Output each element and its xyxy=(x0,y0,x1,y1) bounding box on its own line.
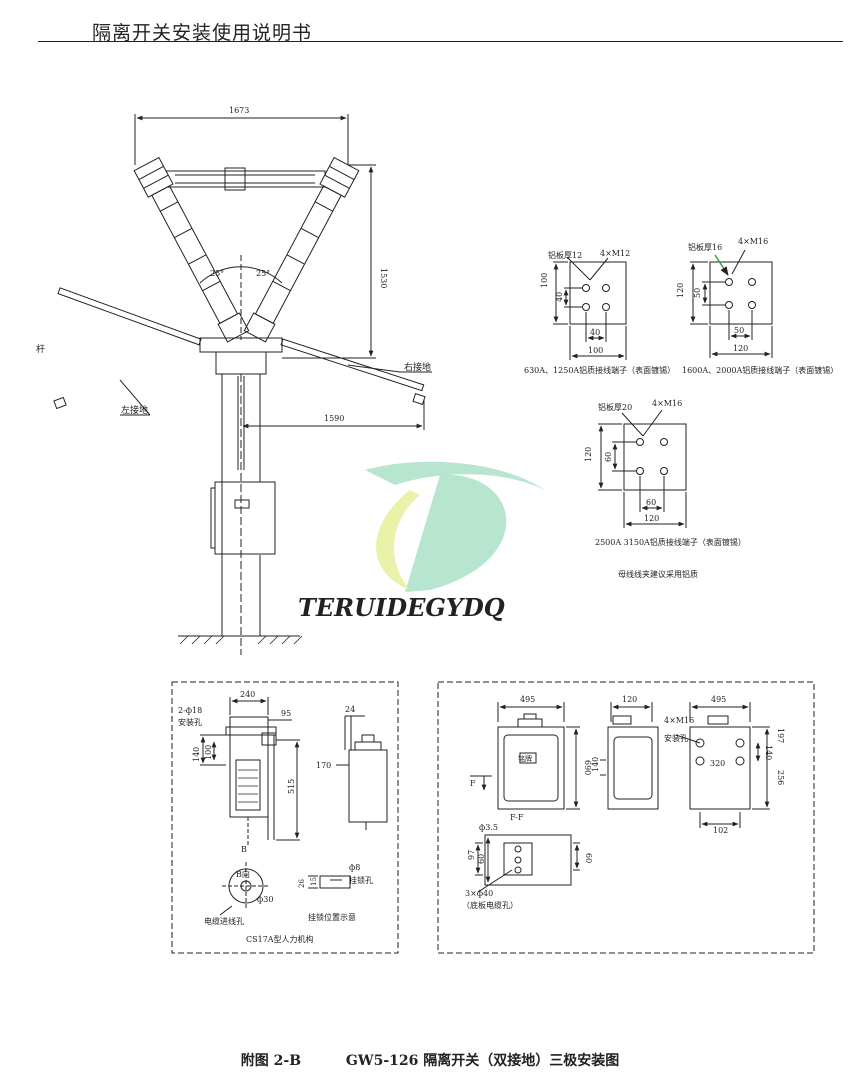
label-left-ground: 左接地 xyxy=(121,404,148,416)
cs17a-dim-240: 240 xyxy=(240,690,255,699)
t2-dim-h-inner: 50 xyxy=(734,326,744,335)
box-section-ff: F-F xyxy=(510,813,524,822)
label-right-ground: 右接地 xyxy=(404,361,431,373)
t3-dim-h-outer: 120 xyxy=(644,514,659,523)
t1-bolts: 4×M12 xyxy=(600,249,630,258)
mechanism-box-labels: 495 120 495 4×M16 安装孔 690 140 197 140 32… xyxy=(462,695,785,910)
cs17a-lock-hole-label: 挂锁孔 xyxy=(349,875,373,885)
cs17a-dim-100: 100 xyxy=(204,745,213,760)
t3-plate: 铝板厚20 xyxy=(598,402,632,412)
box-mount-hole: 安装孔 xyxy=(664,733,688,743)
box-section-f: F xyxy=(470,779,476,788)
switch-assembly xyxy=(53,114,432,655)
t2-bolts: 4×M16 xyxy=(738,237,768,246)
header-rule xyxy=(38,41,843,42)
mechanism-cs17a xyxy=(171,681,399,954)
cs17a-b-dir: B向 xyxy=(236,869,250,879)
cs17a-lock-pos: 挂锁位置示意 xyxy=(308,912,356,922)
mechanism-box xyxy=(437,681,815,954)
cs17a-cable-hole: 电缆进线孔 xyxy=(204,916,244,926)
box-dim-197: 197 xyxy=(776,728,785,743)
t1-caption: 630A、1250A铝质接线端子（表面镀锡） xyxy=(524,365,675,375)
t2-dim-h-outer: 120 xyxy=(733,344,748,353)
box-dim-60a: 60 xyxy=(477,854,486,864)
box-dim-495b: 495 xyxy=(711,695,726,704)
cs17a-dim-26: 26 xyxy=(298,879,306,888)
t1-dim-v-inner: 40 xyxy=(555,292,564,302)
box-plate: 铭牌 xyxy=(518,754,532,763)
t3-bolts: 4×M16 xyxy=(652,399,682,408)
cs17a-caption: CS17A型人力机构 xyxy=(246,934,314,944)
terminal-2500a xyxy=(598,409,687,528)
t3-note: 母线线夹建议采用铝质 xyxy=(618,569,698,579)
cs17a-dim-515: 515 xyxy=(287,779,296,794)
cs17a-dim-95: 95 xyxy=(281,709,291,718)
box-dim-320: 320 xyxy=(710,759,725,768)
dim-height: 1530 xyxy=(379,268,388,288)
dim-width: 1673 xyxy=(229,106,249,115)
t3-caption: 2500A 3150A铝质接线端子（表面镀锡） xyxy=(595,537,746,547)
watermark-text: TERUIDEGYDQ xyxy=(298,593,505,622)
t1-dim-v-outer: 100 xyxy=(540,273,549,288)
t2-dim-v-outer: 120 xyxy=(676,283,685,298)
mechanism-cs17a-labels: 2-ф18 安装孔 240 95 24 140 100 515 170 B B向… xyxy=(178,690,373,944)
watermark-logo: TERUIDEGYDQ xyxy=(298,461,545,622)
t2-plate: 铝板厚16 xyxy=(688,242,722,252)
figure-caption: 附图 2-B GW5-126 隔离开关（双接地）三极安装图 xyxy=(0,1050,860,1070)
figure-title: GW5-126 隔离开关（双接地）三极安装图 xyxy=(345,1053,620,1069)
cs17a-dim-15: 15 xyxy=(310,877,318,886)
box-dim-140: 140 xyxy=(591,757,600,772)
terminal-2500a-labels: 铝板厚20 4×M16 120 60 60 120 2500A 3150A铝质接… xyxy=(584,399,746,579)
angle-left: 25° xyxy=(210,269,224,278)
angle-right: 25° xyxy=(256,269,270,278)
cs17a-view-b: B xyxy=(241,845,247,854)
box-phi35: ф3.5 xyxy=(479,823,498,832)
box-dim-102: 102 xyxy=(713,826,728,835)
cs17a-holes: 2-ф18 xyxy=(178,706,202,715)
switch-assembly-labels: 1673 1530 1590 25° 25° 左接地 右接地 杆 xyxy=(36,106,431,423)
box-bolts: 4×M16 xyxy=(664,716,694,725)
box-dim-690: 690 xyxy=(583,760,592,775)
terminal-630a xyxy=(553,256,627,360)
t3-dim-v-outer: 120 xyxy=(584,447,593,462)
terminal-630a-labels: 铝板厚12 4×M12 100 40 40 100 630A、1250A铝质接线… xyxy=(524,249,675,375)
cs17a-dim-140: 140 xyxy=(192,747,201,762)
label-margin: 杆 xyxy=(36,343,45,355)
box-dim-495a: 495 xyxy=(520,695,535,704)
cs17a-phi30: ф30 xyxy=(257,895,273,904)
box-dim-120: 120 xyxy=(622,695,637,704)
t3-dim-h-inner: 60 xyxy=(646,498,656,507)
cs17a-lock-hole: ф8 xyxy=(349,863,360,872)
t3-dim-v-inner: 60 xyxy=(604,452,613,462)
box-holes-bottom-label: （底板电缆孔） xyxy=(462,900,518,910)
box-dim-256: 256 xyxy=(776,770,785,785)
dim-ground-span: 1590 xyxy=(324,414,344,423)
terminal-1600a-labels: 铝板厚16 4×M16 120 50 50 120 1600A、2000A铝质接… xyxy=(676,237,838,375)
t2-dim-v-inner: 50 xyxy=(693,288,702,298)
t1-dim-h-inner: 40 xyxy=(590,328,600,337)
box-dim-97: 97 xyxy=(467,850,476,860)
box-dim-60b: 60 xyxy=(584,853,593,863)
box-dim-140b: 140 xyxy=(764,745,773,760)
cs17a-mount-hole: 安装孔 xyxy=(178,717,202,727)
terminal-1600a xyxy=(690,249,773,358)
cs17a-dim-24: 24 xyxy=(345,705,355,714)
t1-plate: 铝板厚12 xyxy=(548,250,582,260)
t2-caption: 1600A、2000A铝质接线端子（表面镀锡） xyxy=(682,365,838,375)
t1-dim-h-outer: 100 xyxy=(588,346,603,355)
box-holes-bottom: 3×ф40 xyxy=(465,889,493,898)
cs17a-dim-170: 170 xyxy=(316,761,331,770)
figure-number: 附图 2-B xyxy=(240,1053,302,1069)
page-header-title: 隔离开关安装使用说明书 xyxy=(92,22,313,44)
